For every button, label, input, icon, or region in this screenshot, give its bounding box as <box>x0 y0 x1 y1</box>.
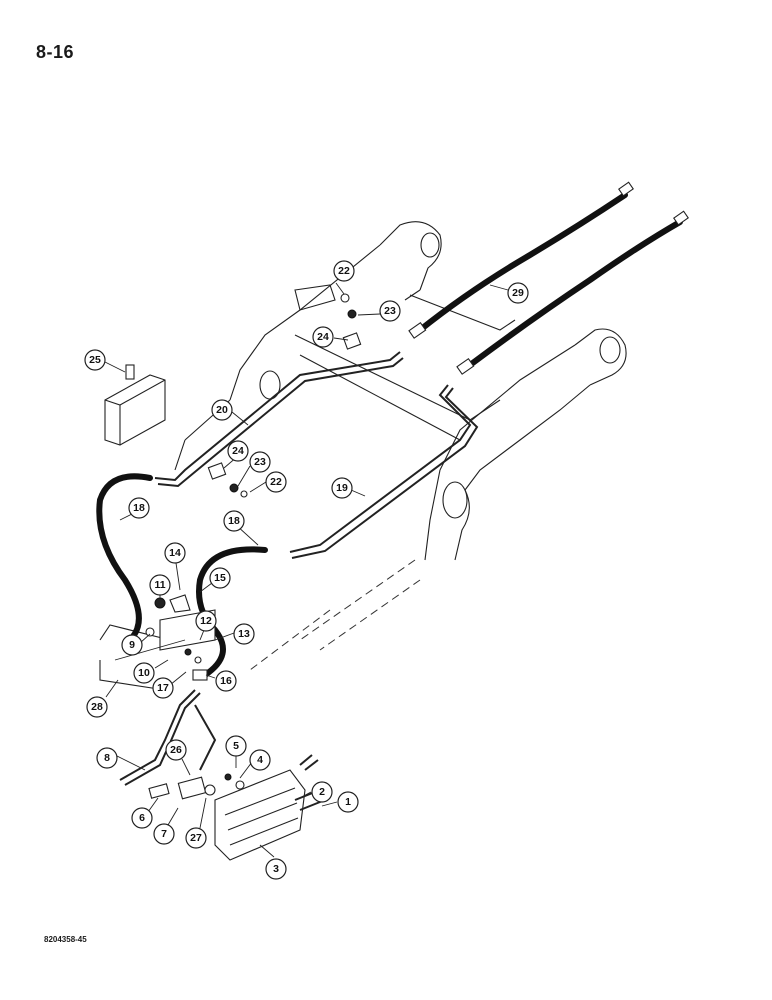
callout-4: 4 <box>249 749 271 771</box>
svg-text:18: 18 <box>228 515 240 527</box>
callout-22-upper: 22 <box>333 260 355 282</box>
callout-9: 9 <box>121 634 143 656</box>
svg-text:10: 10 <box>138 667 150 679</box>
svg-text:27: 27 <box>190 832 202 844</box>
callout-23-lower: 23 <box>249 451 271 473</box>
callout-24-upper: 24 <box>312 326 334 348</box>
callout-23-upper: 23 <box>379 300 401 322</box>
callout-24-lower: 24 <box>227 440 249 462</box>
callout-28: 28 <box>86 696 108 718</box>
clamp-24-upper <box>340 293 362 350</box>
callout-29: 29 <box>507 282 529 304</box>
callout-16: 16 <box>215 670 237 692</box>
control-valve <box>148 754 326 861</box>
figure-code: 8204358-45 <box>44 935 87 944</box>
callout-8: 8 <box>96 747 118 769</box>
callout-13: 13 <box>233 623 255 645</box>
callout-11: 11 <box>149 574 171 596</box>
tube-20 <box>154 351 404 488</box>
svg-text:24: 24 <box>317 331 329 343</box>
svg-text:11: 11 <box>154 579 165 591</box>
svg-text:8: 8 <box>104 752 110 764</box>
svg-text:24: 24 <box>232 445 244 457</box>
callout-22-lower: 22 <box>265 471 287 493</box>
callout-18-right: 18 <box>223 510 245 532</box>
svg-text:4: 4 <box>257 754 263 766</box>
svg-text:9: 9 <box>129 639 135 651</box>
svg-text:26: 26 <box>170 744 182 756</box>
callout-15: 15 <box>209 567 231 589</box>
svg-text:23: 23 <box>384 305 396 317</box>
callout-12: 12 <box>195 610 217 632</box>
svg-text:3: 3 <box>273 863 279 875</box>
callout-5: 5 <box>225 735 247 757</box>
svg-text:23: 23 <box>254 456 266 468</box>
callout-17: 17 <box>152 677 174 699</box>
hose-18-right <box>196 546 268 678</box>
svg-text:12: 12 <box>200 615 212 627</box>
callout-25: 25 <box>84 349 106 371</box>
callout-27: 27 <box>185 827 207 849</box>
svg-text:18: 18 <box>133 502 145 514</box>
callout-20: 20 <box>211 399 233 421</box>
svg-text:2: 2 <box>319 786 325 798</box>
callout-10: 10 <box>133 662 155 684</box>
tube-28 <box>119 689 217 786</box>
svg-text:16: 16 <box>220 675 232 687</box>
page-number: 8-16 <box>36 42 75 62</box>
svg-text:13: 13 <box>238 628 250 640</box>
svg-text:19: 19 <box>336 482 348 494</box>
svg-text:20: 20 <box>216 404 228 416</box>
svg-text:5: 5 <box>233 740 239 752</box>
svg-text:17: 17 <box>157 682 169 694</box>
svg-text:15: 15 <box>214 572 226 584</box>
callout-18-left: 18 <box>128 497 150 519</box>
svg-text:29: 29 <box>512 287 524 299</box>
hose-29-upper <box>408 181 689 375</box>
svg-text:1: 1 <box>345 796 351 808</box>
callout-2: 2 <box>311 781 333 803</box>
callout-1: 1 <box>337 791 359 813</box>
svg-text:22: 22 <box>270 476 282 488</box>
svg-text:14: 14 <box>169 547 181 559</box>
callout-3: 3 <box>265 858 287 880</box>
block-25 <box>104 364 166 446</box>
callout-7: 7 <box>153 823 175 845</box>
svg-text:22: 22 <box>338 265 350 277</box>
tube-19 <box>289 384 479 559</box>
callout-6: 6 <box>131 807 153 829</box>
hose-18-left <box>96 473 153 643</box>
svg-text:7: 7 <box>161 828 167 840</box>
clamp-24-lower <box>207 462 248 498</box>
callout-19: 19 <box>331 477 353 499</box>
svg-text:28: 28 <box>91 701 103 713</box>
callout-14: 14 <box>164 542 186 564</box>
leader-lines <box>104 282 509 858</box>
callout-26: 26 <box>165 739 187 761</box>
svg-text:6: 6 <box>139 812 145 824</box>
svg-text:25: 25 <box>89 354 101 366</box>
